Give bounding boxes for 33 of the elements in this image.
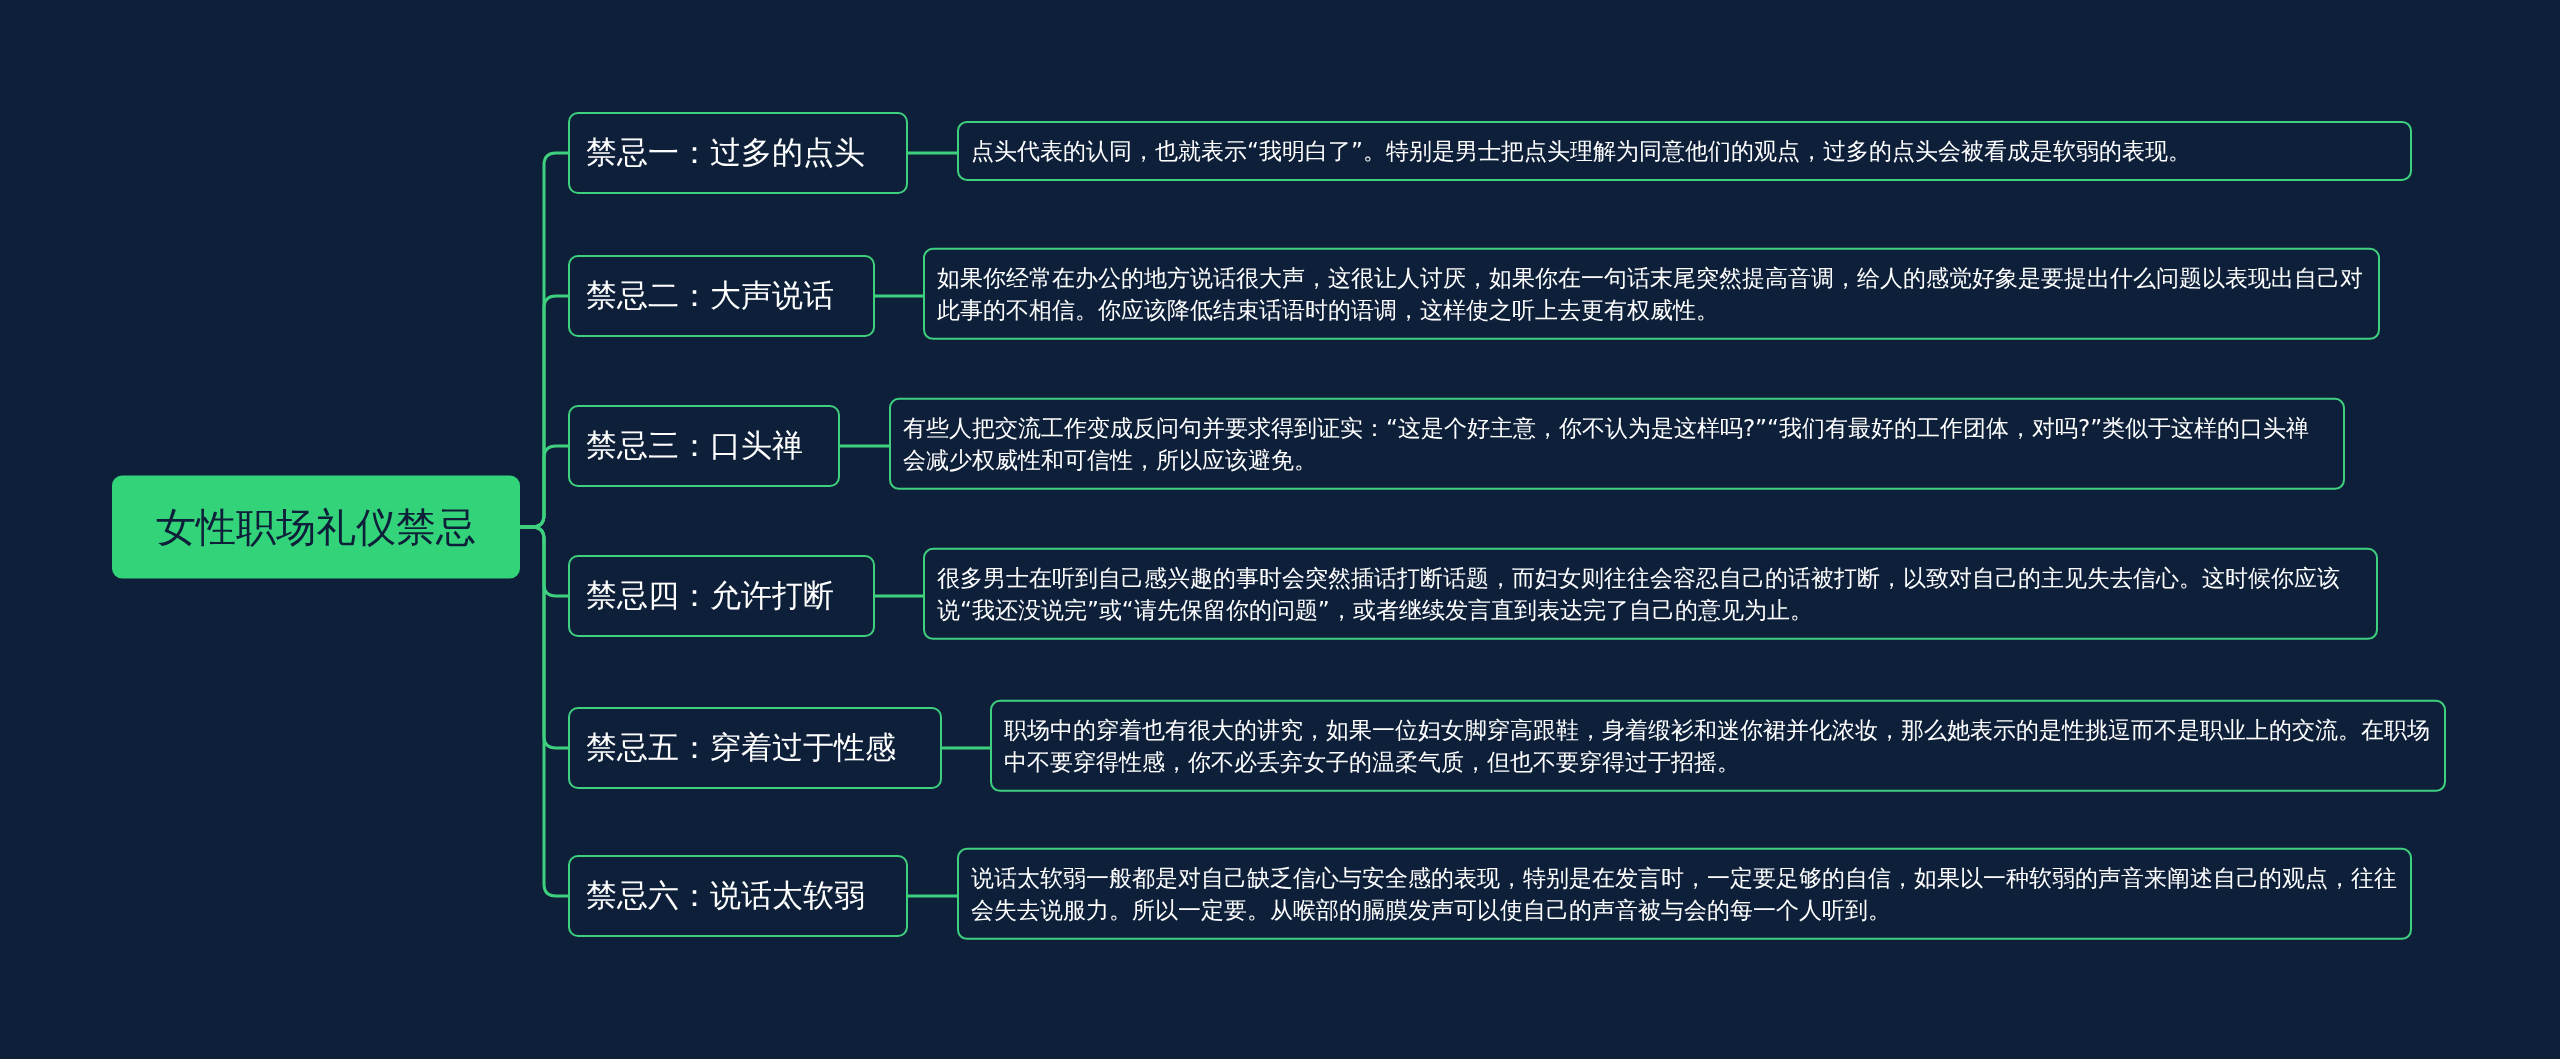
root-topic-box xyxy=(112,475,520,579)
topic-text: 禁忌一：过多的点头 xyxy=(586,133,865,172)
branch-topic-box xyxy=(568,555,875,637)
topic-text: 点头代表的认同，也就表示“我明白了”。特别是男士把点头理解为同意他们的观点，过多的点头会被看成是软弱的表现。 xyxy=(971,136,2191,166)
topic-text: 有些人把交流工作变成反问句并要求得到证实：“这是个好主意，你不认为是这样吗?”“我们有最好的工作团体，对吗?”类似于这样的口头禅会减少权威性和可信性，所以应该避免。 xyxy=(903,413,2311,475)
branch-topic-box xyxy=(568,112,908,194)
detail-text-box xyxy=(889,397,2345,491)
detail-text-box xyxy=(957,120,2412,182)
branch-topic-box xyxy=(568,255,875,337)
topic-text: 禁忌六：说话太软弱 xyxy=(586,876,865,915)
connector-line xyxy=(908,151,957,155)
topic-text: 禁忌三：口头禅 xyxy=(586,426,803,465)
connector-line xyxy=(875,594,923,598)
topic-text: 说话太软弱一般都是对自己缺乏信心与安全感的表现，特别是在发言时，一定要足够的自信，如果以一种软弱的声音来阐述自己的观点，往往会失去说服力。所以一定要。从喉部的膈膜发声可以使自己的声音被与会的每一个人听到。 xyxy=(971,863,2398,925)
connector-line xyxy=(908,894,957,898)
detail-text-box xyxy=(923,547,2378,641)
connector-line xyxy=(840,444,889,448)
topic-text: 禁忌四：允许打断 xyxy=(586,576,834,615)
connector-line xyxy=(520,525,568,898)
topic-text: 女性职场礼仪禁忌 xyxy=(156,502,476,552)
branch-topic-box xyxy=(568,707,942,789)
topic-text: 如果你经常在办公的地方说话很大声，这很让人讨厌，如果你在一句话末尾突然提高音调，给人的感觉好象是要提出什么问题以表现出自己对此事的不相信。你应该降低结束话语时的语调，这样使之听上去更有权威性。 xyxy=(937,263,2364,325)
topic-text: 很多男士在听到自己感兴趣的事时会突然插话打断话题，而妇女则往往会容忍自己的话被打断，以致对自己的主见失去信心。这时候你应该说“我还没说完”或“请先保留你的问题”，或者继续发言直到表达完了自己的意见为止。 xyxy=(937,563,2341,625)
connector-line xyxy=(942,746,990,750)
topic-text: 职场中的穿着也有很大的讲究，如果一位妇女脚穿高跟鞋，身着缎衫和迷你裙并化浓妆，那么她表示的是性挑逗而不是职业上的交流。在职场中不要穿得性感，你不必丢弃女子的温柔气质，但也不要穿得过于招摇。 xyxy=(1004,715,2431,777)
branch-topic-box xyxy=(568,855,908,937)
branch-topic-box xyxy=(568,405,840,487)
topic-text: 禁忌五：穿着过于性感 xyxy=(586,728,896,767)
topic-text: 禁忌二：大声说话 xyxy=(586,276,834,315)
detail-text-box xyxy=(957,847,2412,941)
detail-text-box xyxy=(923,247,2380,341)
detail-text-box xyxy=(990,699,2446,793)
connector-line xyxy=(875,294,923,298)
